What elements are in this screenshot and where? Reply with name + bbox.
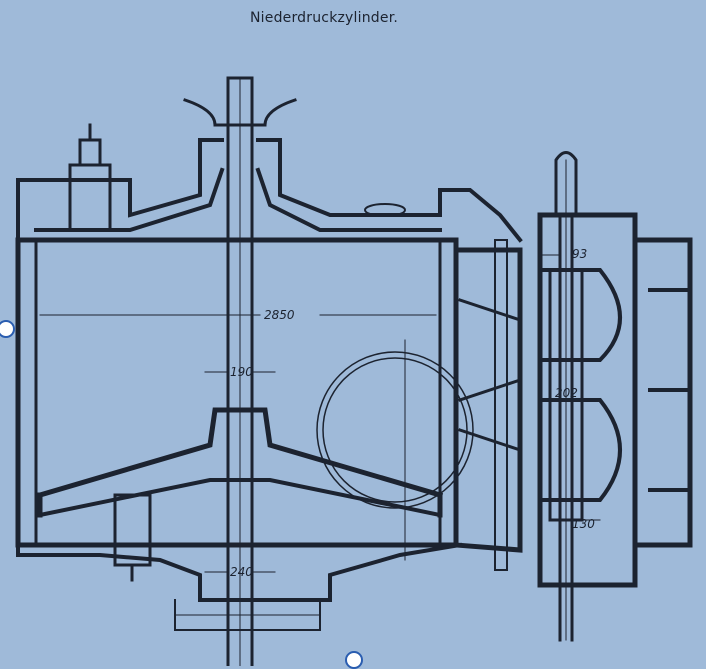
bottom-cover	[16, 493, 463, 631]
left-resize-handle[interactable]	[0, 320, 15, 338]
valve-chest	[453, 212, 693, 588]
dim-valve-rod: 93	[572, 247, 587, 261]
port-circle	[316, 339, 474, 561]
bottom-resize-handle[interactable]	[345, 651, 363, 669]
cylinder-walls	[15, 237, 459, 548]
dimension-labels: 2850 190 240 93 202 130	[230, 247, 595, 579]
dim-valve-body: 202	[555, 386, 578, 400]
top-cover	[16, 98, 523, 243]
drawing-title: Niederdruckzylinder.	[250, 10, 399, 26]
dim-rod-bottom: 240	[230, 565, 253, 579]
dimension-lines	[39, 254, 601, 573]
dim-valve-rod-bottom: 130	[572, 517, 595, 531]
dim-bore: 2850	[264, 308, 295, 322]
dim-rod-top: 190	[230, 365, 253, 379]
valve-spindle	[494, 151, 584, 642]
